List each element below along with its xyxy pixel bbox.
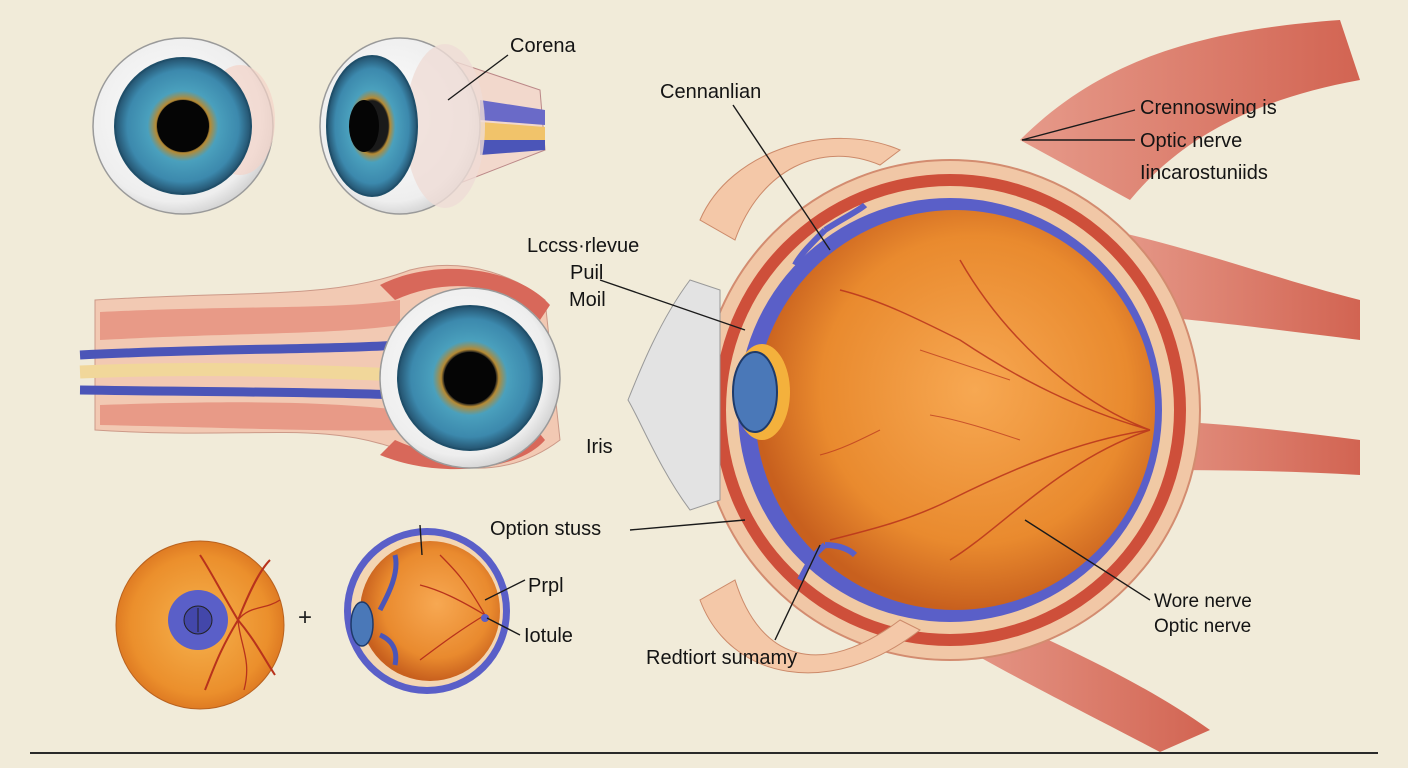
socket-eye-drawing [79, 264, 561, 470]
label-puil: Puil [570, 262, 604, 284]
label-iotule: Iotule [524, 625, 573, 647]
fundus-drawing [115, 540, 285, 710]
side-eye-drawing [319, 37, 546, 215]
label-wore-nerve: Wore nerve [1154, 591, 1252, 612]
label-iris: Iris [586, 436, 613, 458]
label-prpl: Prpl [528, 575, 564, 597]
label-option-stuss: Option stuss [490, 518, 602, 540]
label-redtiort-sumamy: Redtiort sumamy [646, 647, 798, 669]
label-corena: Corena [510, 35, 576, 57]
label-cennanlian: Cennanlian [660, 81, 762, 103]
large-cross-section-drawing [627, 20, 1360, 752]
label-lincarostuniids: Iincarostuniids [1140, 162, 1268, 184]
label-moil: Moil [569, 289, 606, 311]
plus-sign: + [298, 604, 313, 631]
front-eye-drawing [92, 37, 275, 215]
small-cross-section-drawing [344, 528, 510, 694]
label-crennoswing: Crennoswing is [1140, 97, 1277, 119]
label-optic-nerve-top: Optic nerve [1140, 130, 1243, 152]
label-lccss-rlevue: Lccss·rlevue [527, 235, 640, 257]
label-optic-nerve-bottom: Optic nerve [1154, 616, 1252, 637]
leader-lines [419, 54, 1151, 641]
